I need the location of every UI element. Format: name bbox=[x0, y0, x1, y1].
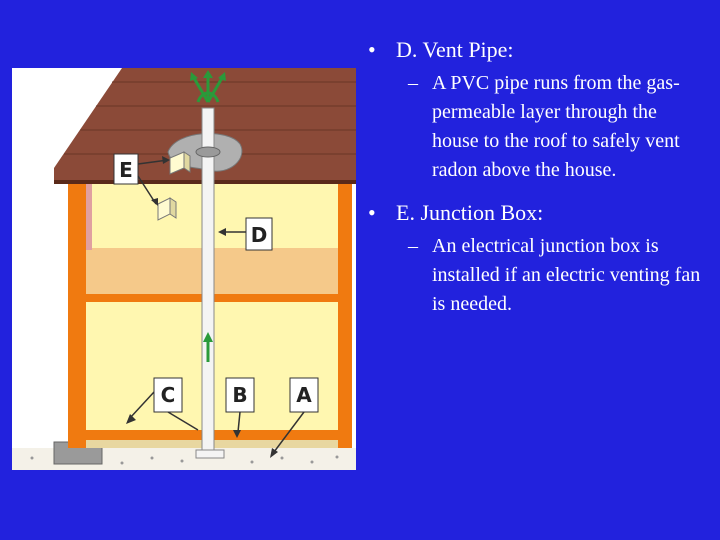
label-c-arrowhead bbox=[126, 414, 136, 424]
roof-shingles bbox=[64, 81, 356, 155]
sub-bullet-text: An electrical junction box is installed … bbox=[432, 235, 701, 315]
vent-pipe bbox=[201, 107, 215, 457]
pipe-collar bbox=[195, 146, 221, 158]
label-d: D bbox=[251, 223, 268, 247]
upper-floor bbox=[86, 248, 352, 294]
label-a: A bbox=[296, 383, 312, 407]
label-c-leader-2 bbox=[167, 411, 199, 431]
junction-box-wall bbox=[157, 197, 177, 221]
label-e: E bbox=[119, 158, 133, 182]
upper-floor-beam bbox=[86, 294, 352, 302]
left-wall bbox=[68, 180, 86, 448]
label-a-leader bbox=[273, 411, 305, 453]
label-c-box bbox=[153, 377, 183, 413]
label-c-leader bbox=[129, 391, 155, 419]
label-e-arrowhead bbox=[162, 156, 170, 164]
slab-edge bbox=[86, 430, 352, 440]
airflow-up-arrow bbox=[203, 332, 213, 362]
gas-permeable-layer bbox=[86, 440, 352, 448]
label-b-arrowhead bbox=[233, 430, 241, 438]
sub-bullet-dash: – bbox=[408, 72, 418, 94]
label-b: B bbox=[232, 383, 247, 407]
ground-gravel bbox=[30, 455, 339, 465]
label-a-arrowhead bbox=[270, 448, 278, 458]
attic-trim bbox=[86, 180, 92, 250]
bullet-heading: E. Junction Box: bbox=[396, 200, 544, 225]
sub-bullet-junction-box: – An electrical junction box is installe… bbox=[368, 232, 708, 319]
label-e-arrowhead-2 bbox=[151, 198, 158, 206]
sub-bullet-vent-pipe: – A PVC pipe runs from the gas-permeable… bbox=[368, 69, 708, 185]
label-d-box bbox=[245, 217, 273, 251]
exhaust-arrows bbox=[192, 76, 224, 103]
bullet-dot: • bbox=[368, 200, 376, 225]
label-e-box bbox=[113, 153, 139, 185]
right-wall bbox=[338, 180, 352, 448]
house-diagram: E D C B A bbox=[12, 68, 356, 470]
slide-text: • D. Vent Pipe: – A PVC pipe runs from t… bbox=[368, 36, 708, 333]
bullet-heading: D. Vent Pipe: bbox=[396, 37, 514, 62]
bullet-dot: • bbox=[368, 37, 376, 62]
sub-bullet-text: A PVC pipe runs from the gas-permeable l… bbox=[432, 72, 680, 181]
lower-level bbox=[86, 360, 352, 430]
label-a-box bbox=[289, 377, 319, 413]
sub-bullet-dash: – bbox=[408, 235, 418, 257]
label-c: C bbox=[161, 383, 176, 407]
pipe-base bbox=[195, 449, 225, 459]
exhaust-arrowheads bbox=[190, 70, 226, 81]
label-b-leader bbox=[237, 411, 241, 433]
junction-box-attic bbox=[169, 151, 191, 175]
bullet-vent-pipe: • D. Vent Pipe: bbox=[368, 36, 708, 63]
label-d-arrowhead bbox=[218, 228, 226, 236]
bullet-junction-box: • E. Junction Box: bbox=[368, 199, 708, 226]
